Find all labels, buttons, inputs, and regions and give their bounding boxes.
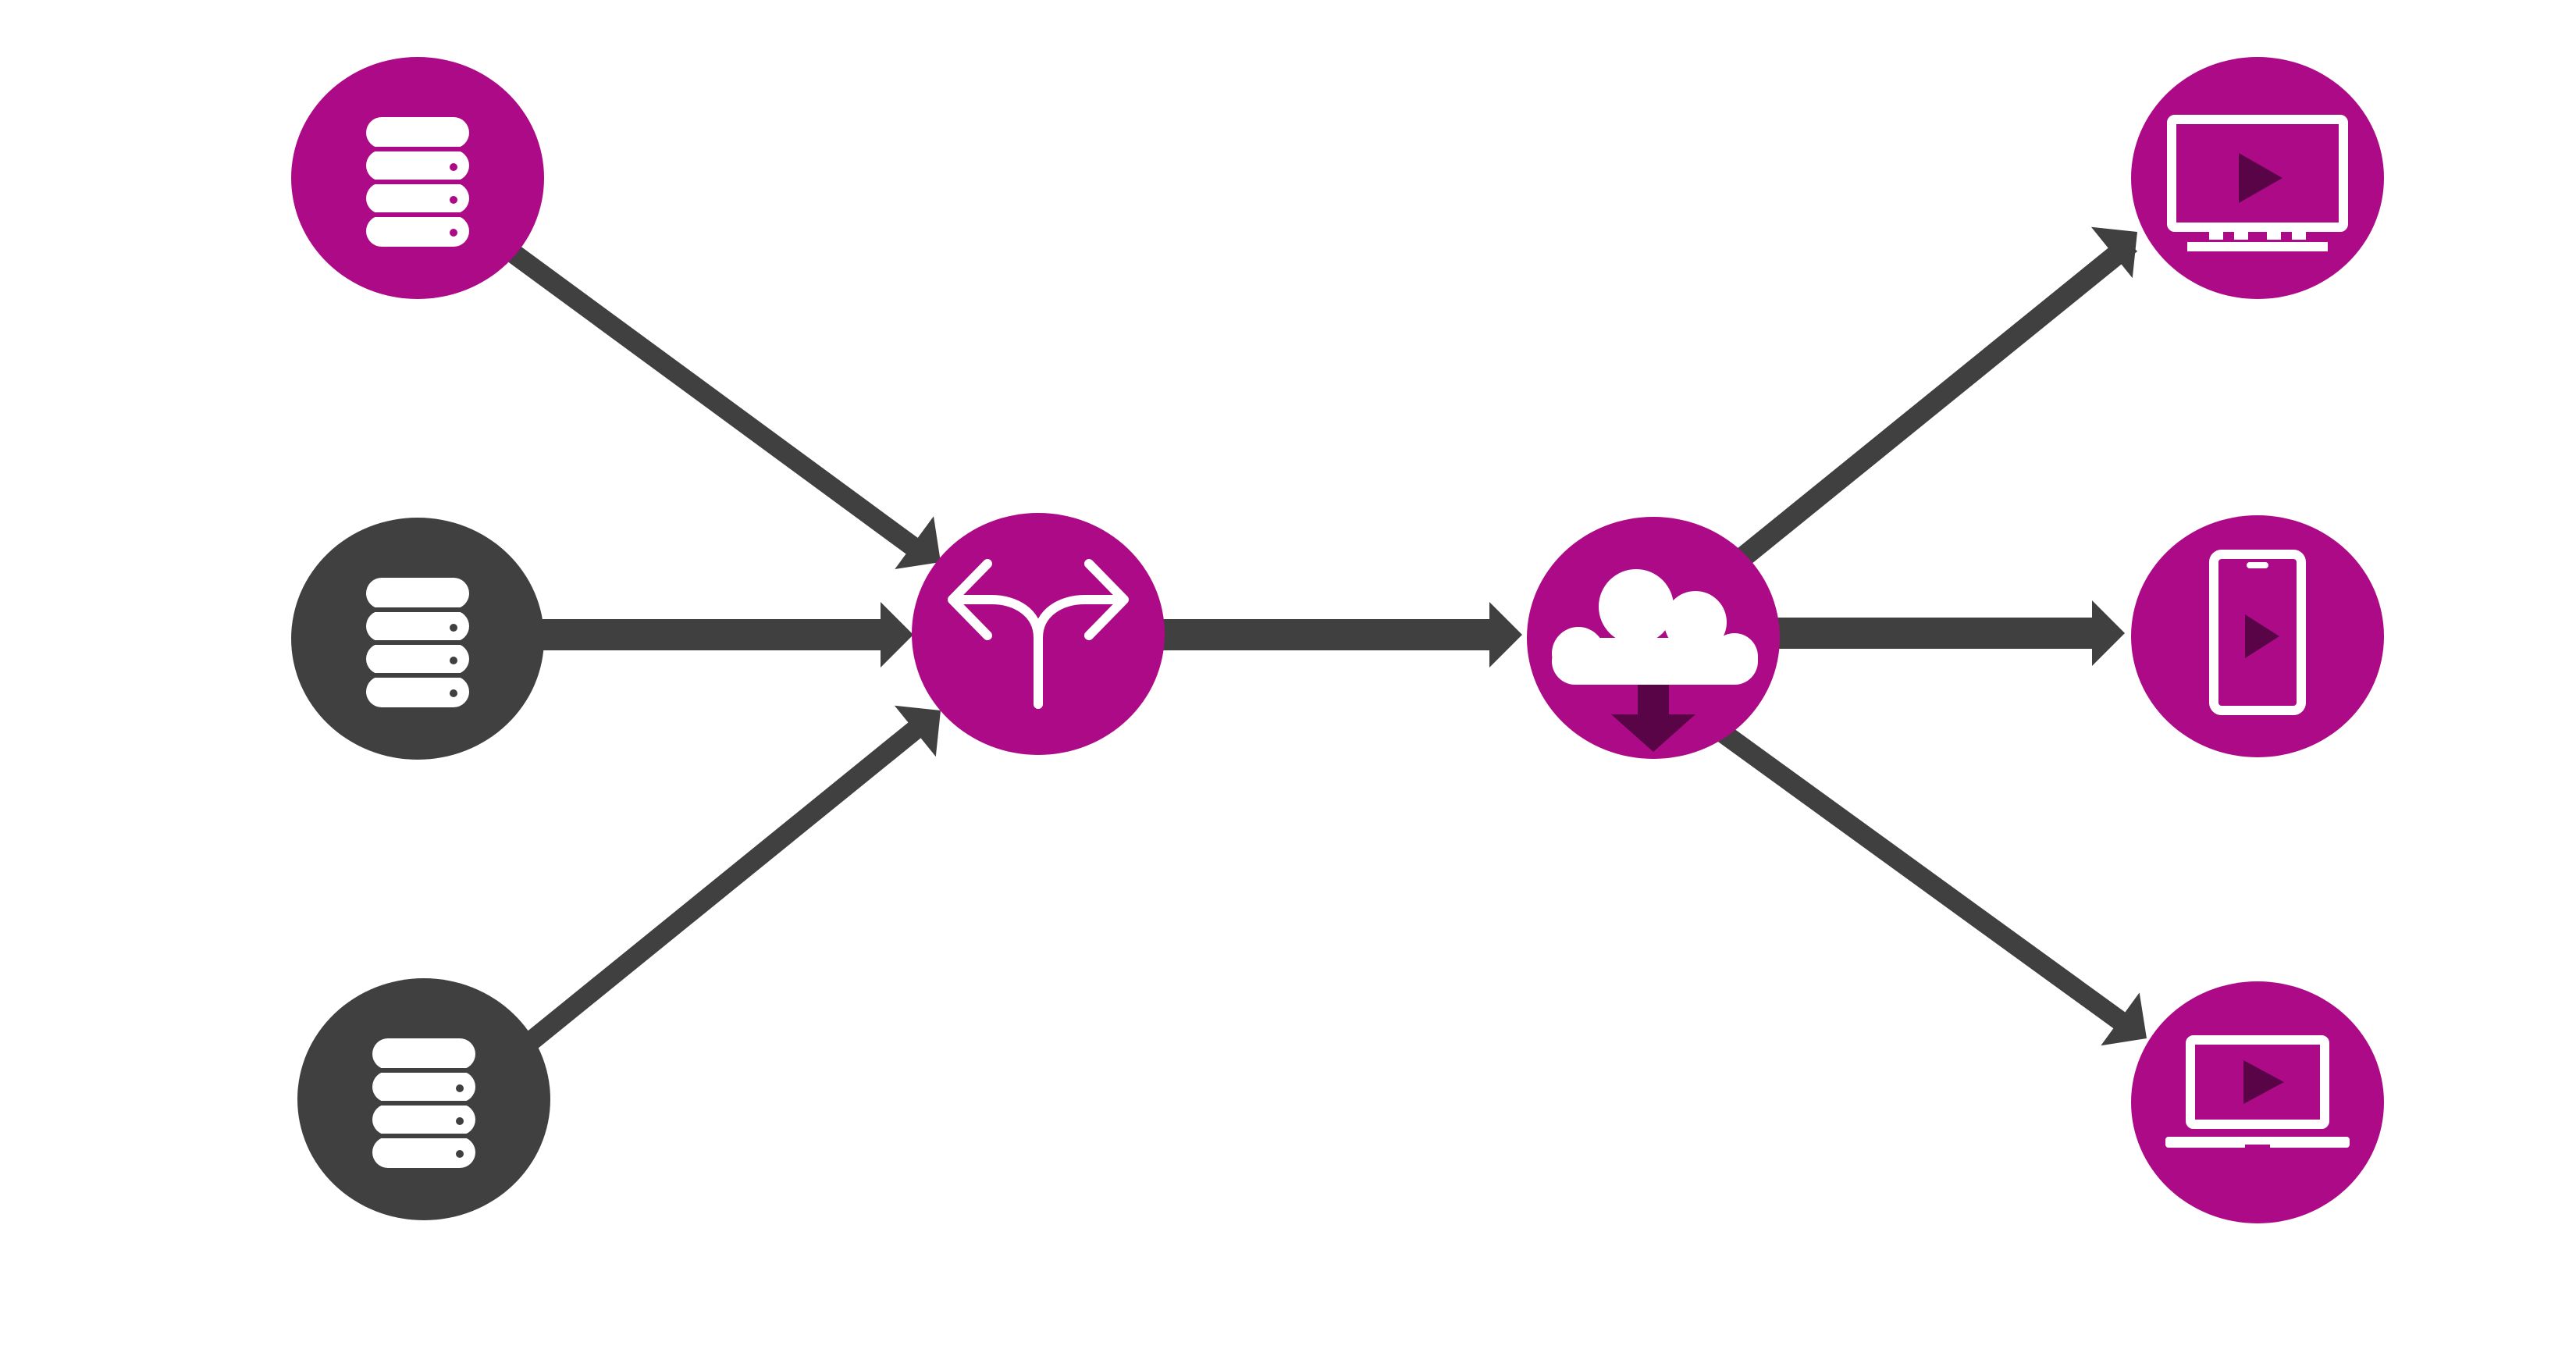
edges [495,206,2166,1065]
node-circle [2131,981,2384,1223]
cloud-download-icon [1552,569,1758,752]
edge-cloud-device1 [1733,206,2158,568]
node-source-2 [291,518,544,760]
database-icon [372,1038,475,1168]
monitor-play-icon [2167,115,2348,251]
node-device-tablet [2131,515,2384,757]
node-cloud [1527,517,1780,759]
split-arrows-icon [948,559,1129,709]
edge-cloud-device3 [1713,722,2166,1065]
edge-cloud-device2 [1776,600,2125,666]
edge-source3-router [525,685,962,1049]
edge-source1-router [495,237,960,589]
node-source-3 [297,978,550,1220]
database-icon [366,117,469,247]
edge-router-cloud [1163,602,1522,668]
node-source-1 [291,57,544,299]
database-icon [366,578,469,707]
node-device-laptop [2131,981,2384,1223]
node-device-monitor [2131,57,2384,299]
tablet-play-icon [2209,550,2306,715]
laptop-play-icon [2165,1035,2350,1151]
edge-source2-router [543,602,913,668]
node-router [912,513,1165,755]
